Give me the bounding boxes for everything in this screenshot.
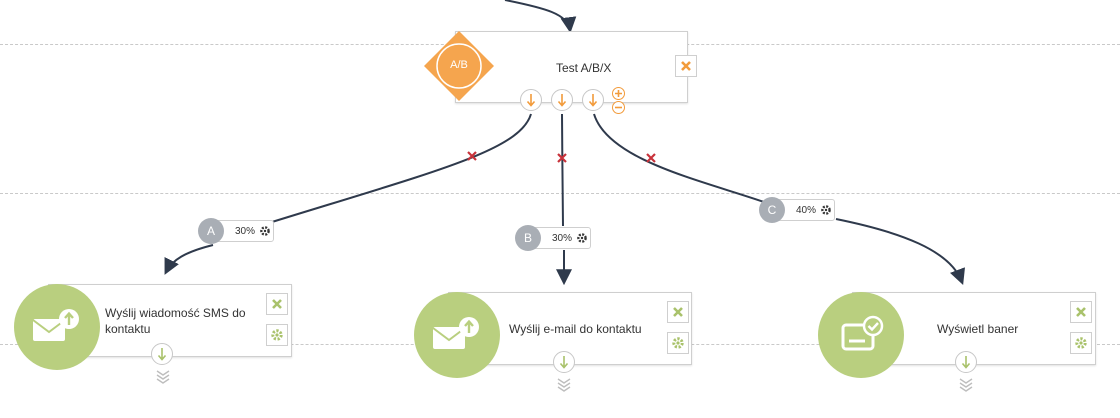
banner-check-icon [841,315,884,351]
arrow-down-icon [526,94,536,107]
gear-icon [672,337,684,349]
close-icon [673,307,683,317]
gear-icon[interactable] [820,204,832,216]
connector-branch-c-lower[interactable] [835,218,965,285]
action-email-output-port[interactable] [553,351,575,373]
ab-output-port-c[interactable] [582,89,604,111]
arrow-down-icon [557,94,567,107]
arrow-down-icon [559,356,569,369]
action-sms-delete-button[interactable] [266,293,288,315]
minus-icon [615,106,622,109]
close-icon [1076,307,1086,317]
ab-test-badge: A/B [424,31,494,101]
action-email-delete-button[interactable] [667,301,689,323]
gear-icon[interactable] [259,225,271,237]
branch-b-pill[interactable]: 30% B [515,224,595,252]
delete-connection-b-icon[interactable] [557,153,567,163]
gear-icon[interactable] [576,232,588,244]
branch-c-percent: 40% [796,204,817,216]
action-sms-output-port[interactable] [151,343,173,365]
action-email-circle [414,292,500,378]
arrow-down-icon [961,356,971,369]
close-icon [272,299,282,309]
ab-delete-button[interactable] [675,55,697,77]
ab-output-port-a[interactable] [520,89,542,111]
branch-c-pill[interactable]: 40% C [759,196,839,224]
branch-a-pill[interactable]: 30% A [198,217,278,245]
remove-variant-button[interactable] [612,101,625,114]
branch-a-percent: 30% [235,225,256,237]
expand-chevrons-icon[interactable] [556,378,572,392]
branch-c-letter: C [759,197,785,223]
action-sms-settings-button[interactable] [266,324,288,346]
connector-branch-b-upper[interactable] [561,113,564,227]
connector-branch-a-lower[interactable] [164,244,214,275]
ab-test-title: Test A/B/X [556,61,612,75]
action-email-title: Wyślij e-mail do kontaktu [509,322,642,336]
close-icon [681,61,691,71]
ab-diamond-icon [424,31,494,101]
action-banner-delete-button[interactable] [1070,301,1092,323]
action-banner-circle [818,292,904,378]
action-banner-output-port[interactable] [955,351,977,373]
arrow-down-icon [588,94,598,107]
add-variant-button[interactable] [612,87,625,100]
gear-icon [271,329,283,341]
delete-connection-a-icon[interactable] [467,151,477,161]
connector-branch-a-upper[interactable] [271,113,532,223]
arrow-down-icon [157,348,167,361]
action-sms-title: Wyślij wiadomość SMS do kontaktu [105,306,246,336]
action-banner-title: Wyświetl baner [937,322,1019,336]
gear-icon [1075,337,1087,349]
action-email-settings-button[interactable] [667,332,689,354]
ab-badge-label: A/B [450,59,468,71]
ab-output-port-b[interactable] [551,89,573,111]
plus-icon [615,90,622,97]
expand-chevrons-icon[interactable] [958,378,974,392]
action-sms-circle [14,284,100,370]
ab-test-node[interactable]: Test A/B/X [455,31,688,103]
envelope-upload-icon [32,309,79,341]
incoming-connector[interactable] [504,0,577,34]
branch-a-letter: A [198,218,224,244]
connector-branch-c-upper[interactable] [593,113,765,203]
action-banner-settings-button[interactable] [1070,332,1092,354]
guide-line-middle [0,193,1120,194]
envelope-upload-icon [432,317,479,349]
delete-connection-c-icon[interactable] [646,153,656,163]
branch-b-percent: 30% [552,232,573,244]
expand-chevrons-icon[interactable] [155,370,171,384]
branch-b-letter: B [515,225,541,251]
